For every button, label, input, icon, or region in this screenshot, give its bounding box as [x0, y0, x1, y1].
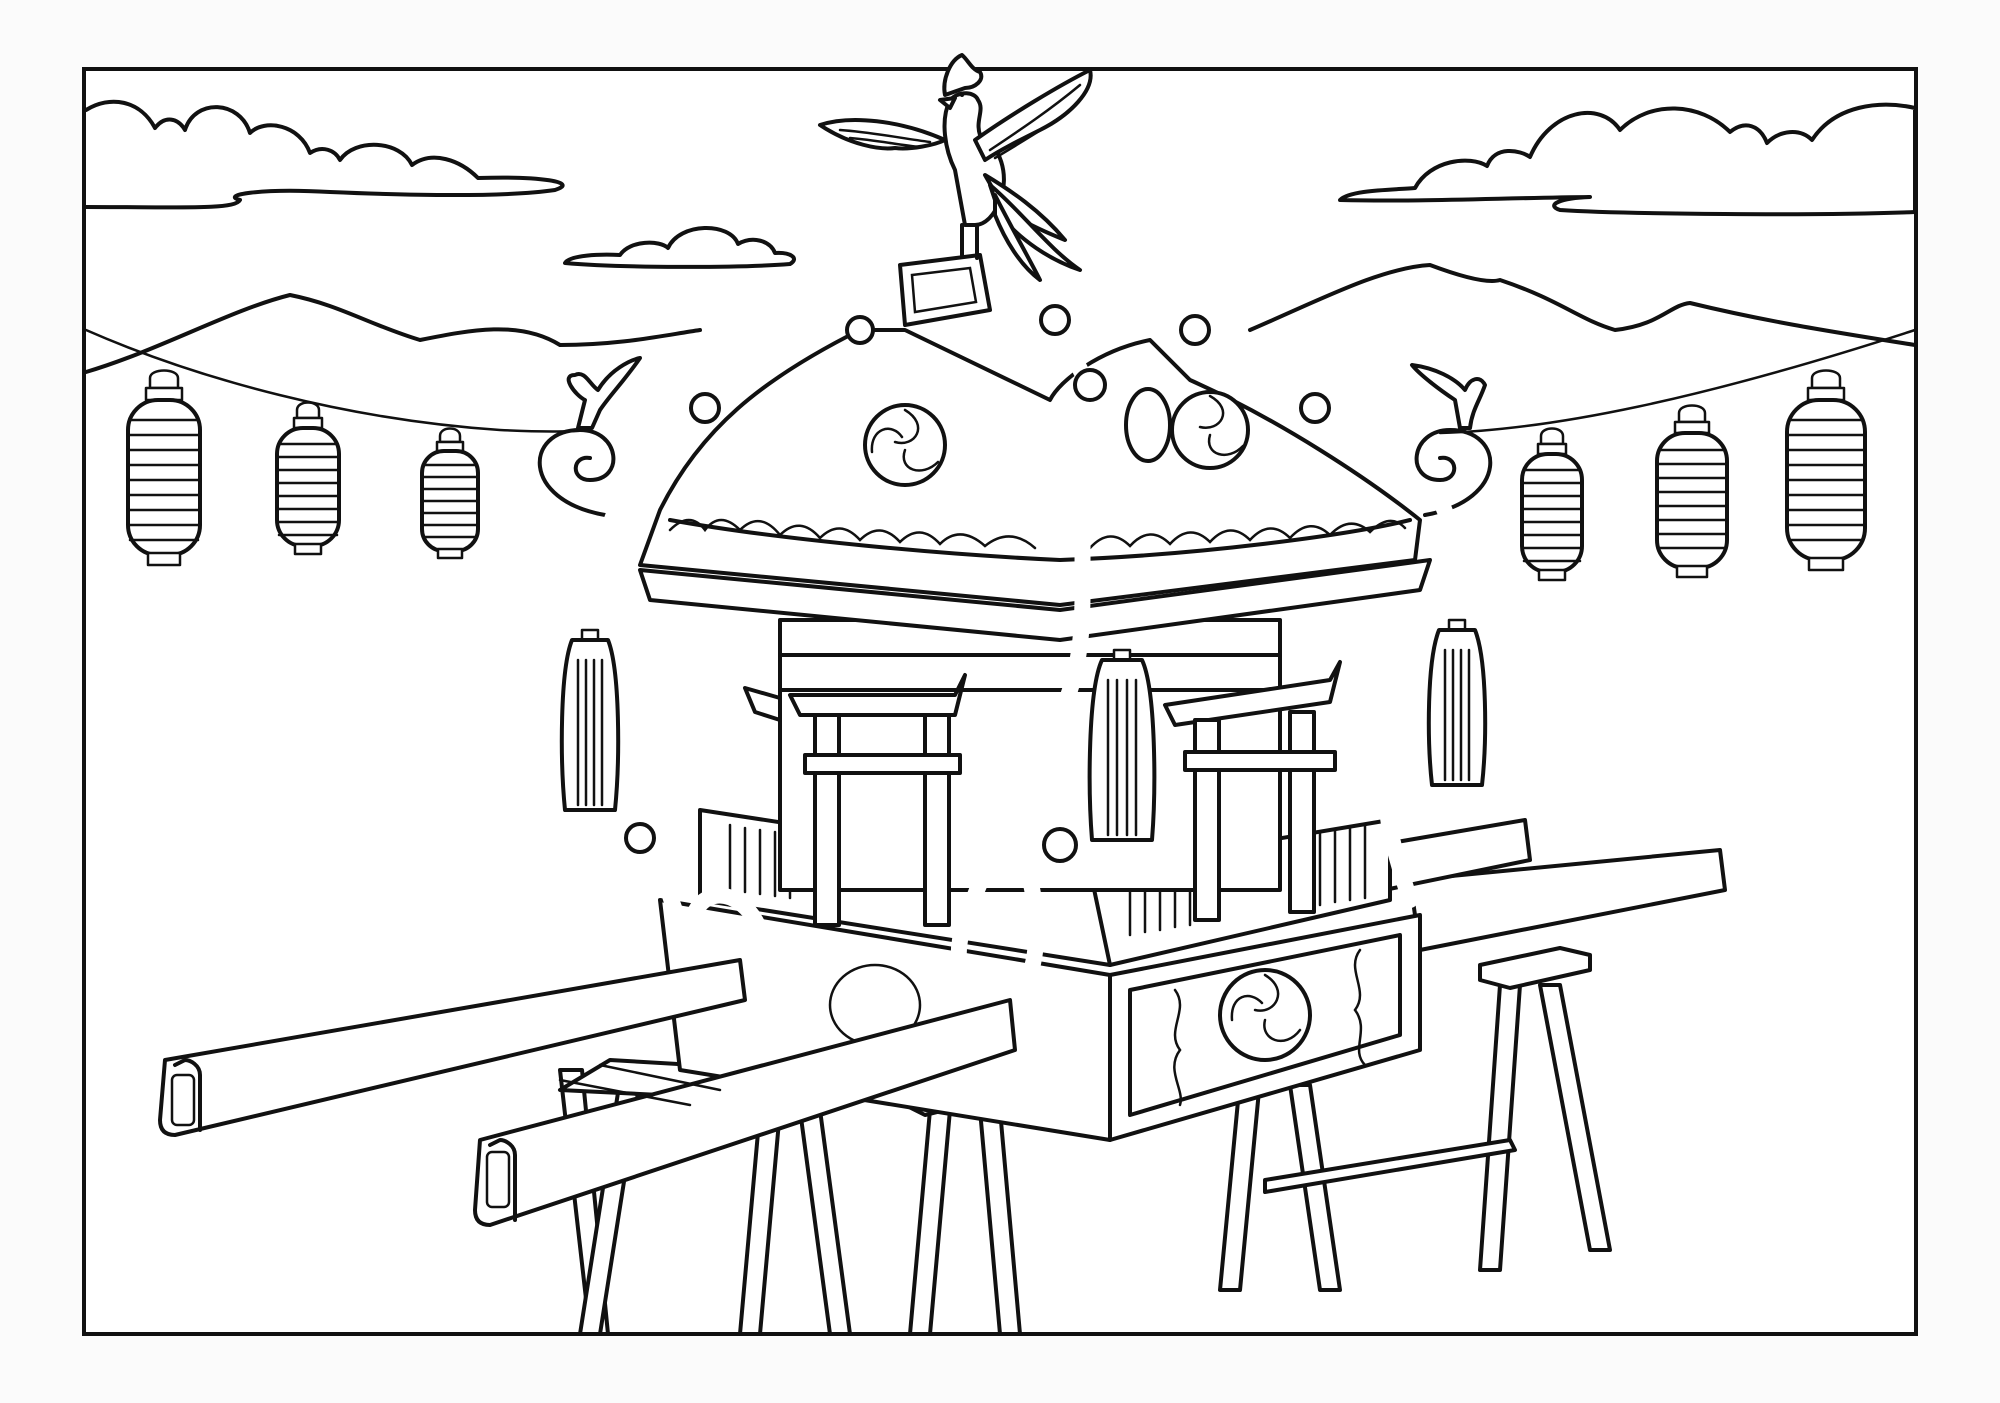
bell: [624, 822, 656, 854]
lanterns: [126, 369, 1867, 582]
roof-corner-scrolls: [537, 356, 1493, 517]
mountains: [84, 263, 1917, 374]
lantern: [1655, 404, 1729, 579]
pole-right: [473, 998, 1017, 1227]
bell: [1299, 392, 1331, 424]
lantern: [1785, 369, 1867, 572]
poles-front: [158, 958, 1017, 1227]
cloud-top-left: [84, 99, 565, 210]
lantern: [1520, 427, 1584, 582]
cloud-right: [1338, 102, 1917, 217]
lantern: [275, 401, 341, 556]
stand-right: [1218, 946, 1612, 1292]
bell: [1042, 827, 1078, 863]
bell: [1179, 314, 1211, 346]
torii-gate-left: [743, 673, 967, 927]
lantern: [126, 369, 202, 567]
tassel: [1087, 648, 1157, 842]
tassel: [559, 628, 621, 812]
clouds: [84, 99, 1917, 269]
pole-left: [158, 958, 747, 1137]
bell: [845, 315, 875, 345]
phoenix-finial: [818, 53, 1093, 282]
roof-mitsudomoe-emblem: [863, 403, 947, 487]
bell: [1073, 368, 1107, 402]
bells: [624, 304, 1331, 863]
shrine-body: [743, 618, 1342, 927]
small-bird-right: [1410, 363, 1487, 430]
small-bird-left: [566, 356, 642, 430]
cloud-center: [563, 226, 796, 269]
tassels: [559, 618, 1488, 842]
torii-gate-right: [1163, 660, 1342, 922]
bell: [689, 392, 721, 424]
lantern-strings: [84, 328, 1917, 435]
lantern: [420, 427, 480, 560]
shrine-roof: [638, 253, 1432, 642]
bell: [1039, 304, 1071, 336]
side-panel-mitsudomoe-emblem: [1218, 968, 1312, 1062]
roof-mitsudomoe-emblem-right: [1170, 390, 1250, 470]
tassel: [1426, 618, 1488, 787]
